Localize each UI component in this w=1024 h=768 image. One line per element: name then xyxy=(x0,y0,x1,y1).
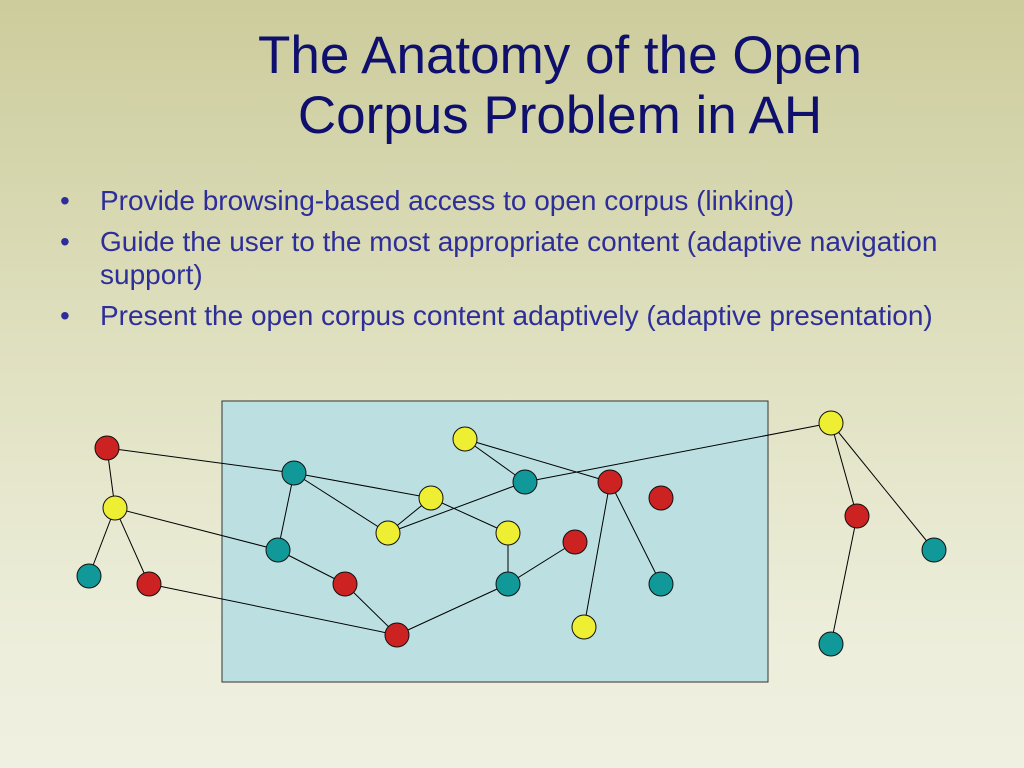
corpus-box xyxy=(221,400,769,683)
node-red-n9 xyxy=(384,622,410,648)
bullet-item-linking: Provide browsing-based access to open co… xyxy=(58,184,988,217)
node-yellow-n19 xyxy=(571,614,597,640)
edge-n9-n10 xyxy=(396,583,509,636)
node-teal-n18 xyxy=(648,571,674,597)
node-teal-n22 xyxy=(921,537,947,563)
bullet-list: Provide browsing-based access to open co… xyxy=(58,184,988,340)
node-red-n1 xyxy=(94,435,120,461)
node-yellow-n12 xyxy=(495,520,521,546)
node-teal-n23 xyxy=(818,631,844,657)
edge-n5-n11 xyxy=(293,472,389,534)
slide-title: The Anatomy of the Open Corpus Problem i… xyxy=(150,26,970,146)
edge-n20-n21 xyxy=(830,422,858,517)
edge-n4-n9 xyxy=(148,583,398,636)
edge-n2-n6 xyxy=(114,507,279,551)
nodes-layer xyxy=(76,410,947,657)
node-teal-n10 xyxy=(495,571,521,597)
edge-n6-n8 xyxy=(277,549,346,585)
edges-layer xyxy=(88,422,935,645)
edge-n11-n14 xyxy=(387,481,526,534)
node-red-n17 xyxy=(648,485,674,511)
edge-n16-n19 xyxy=(583,481,611,628)
node-red-n13 xyxy=(562,529,588,555)
node-red-n8 xyxy=(332,571,358,597)
node-yellow-n15 xyxy=(452,426,478,452)
node-teal-n14 xyxy=(512,469,538,495)
edge-n2-n4 xyxy=(114,507,150,585)
node-red-n4 xyxy=(136,571,162,597)
edge-n1-n5 xyxy=(106,447,295,474)
node-yellow-n20 xyxy=(818,410,844,436)
bullet-item-adaptive-navigation: Guide the user to the most appropriate c… xyxy=(58,225,988,291)
slide-title-line-1: The Anatomy of the Open xyxy=(258,26,862,85)
edge-n15-n16 xyxy=(464,438,611,483)
edge-n20-n22 xyxy=(830,422,935,551)
edge-n16-n18 xyxy=(609,481,662,585)
edge-n21-n23 xyxy=(830,515,858,645)
edge-n10-n13 xyxy=(507,541,576,585)
slide-title-line-2: Corpus Problem in AH xyxy=(297,86,823,145)
node-red-n21 xyxy=(844,503,870,529)
node-teal-n6 xyxy=(265,537,291,563)
node-red-n16 xyxy=(597,469,623,495)
node-yellow-n7 xyxy=(418,485,444,511)
node-teal-n5 xyxy=(281,460,307,486)
node-teal-n3 xyxy=(76,563,102,589)
edge-n12-n7 xyxy=(430,497,509,534)
node-yellow-n2 xyxy=(102,495,128,521)
edge-n5-n7 xyxy=(293,472,432,499)
node-yellow-n11 xyxy=(375,520,401,546)
edge-n5-n6 xyxy=(277,472,295,551)
bullet-item-adaptive-presentation: Present the open corpus content adaptive… xyxy=(58,299,988,332)
